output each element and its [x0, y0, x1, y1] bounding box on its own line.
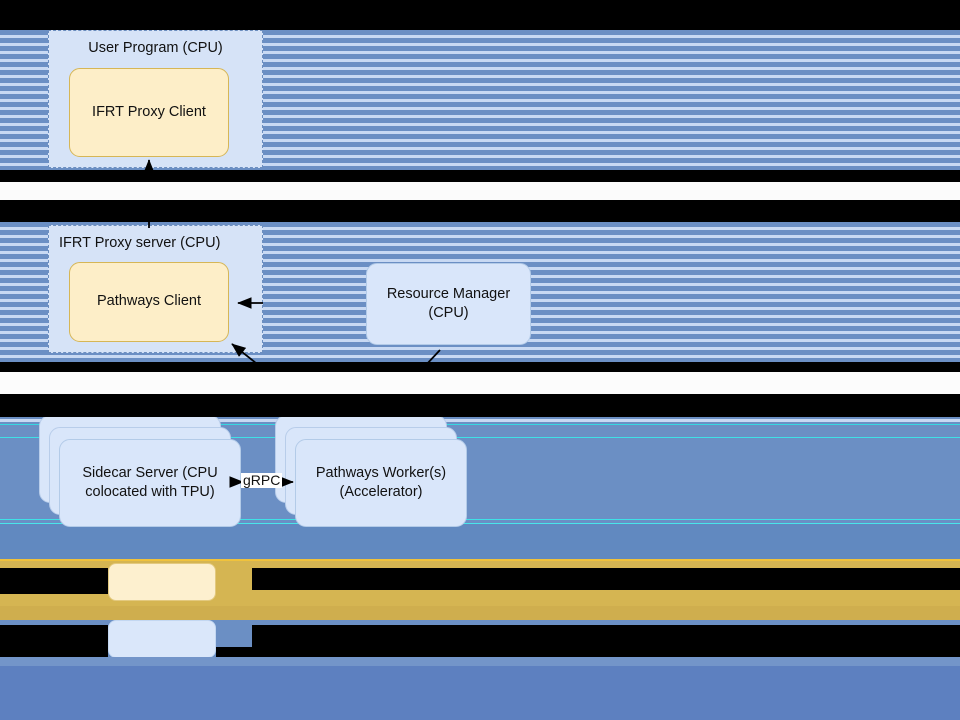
node-ifrt-proxy-client-label: IFRT Proxy Client: [92, 103, 206, 120]
node-ifrt-proxy-client[interactable]: IFRT Proxy Client: [69, 68, 229, 157]
legend-label-blue: [252, 629, 652, 649]
legend-swatch-blue: [108, 620, 216, 658]
node-pathways-client[interactable]: Pathways Client: [69, 262, 229, 342]
edge-label-sidecar-pathways-client: gRPC: [250, 367, 292, 384]
node-sidecar-server-line2: colocated with TPU): [85, 484, 215, 500]
legend-label-yellow: [252, 572, 652, 592]
scanline-cyan-3: [0, 519, 960, 520]
node-resource-manager-line2: (CPU): [428, 305, 469, 321]
scanline-cyan-1: [0, 424, 960, 425]
node-pathways-workers-line1: Pathways Worker(s): [315, 464, 447, 481]
node-sidecar-server[interactable]: Sidecar Server (CPU colocated with TPU): [59, 439, 241, 527]
group-ifrt-proxy-server-label: IFRT Proxy server (CPU): [59, 235, 221, 251]
edge-label-sidecar-workers: gRPC: [241, 472, 283, 489]
node-resource-manager[interactable]: Resource Manager (CPU): [366, 263, 531, 345]
legend-swatch-yellow: [108, 563, 216, 601]
node-resource-manager-line1: Resource Manager: [386, 285, 511, 302]
edge-label-rm-workers: gRPC: [374, 372, 416, 389]
scanline-cyan-4: [0, 523, 960, 524]
edge-label-client-server: gRPC: [128, 180, 170, 197]
node-sidecar-server-line1: Sidecar Server (CPU: [82, 464, 218, 481]
node-pathways-workers[interactable]: Pathways Worker(s) (Accelerator): [295, 439, 467, 527]
edge-label-rm-pathways-client: gRPC: [278, 295, 320, 312]
node-pathways-workers-line2: (Accelerator): [339, 484, 423, 500]
node-pathways-client-label: Pathways Client: [97, 293, 201, 310]
background-flat-band-b: [0, 524, 960, 560]
scanline-cyan-2: [0, 437, 960, 438]
group-user-program-label: User Program (CPU): [88, 40, 223, 56]
